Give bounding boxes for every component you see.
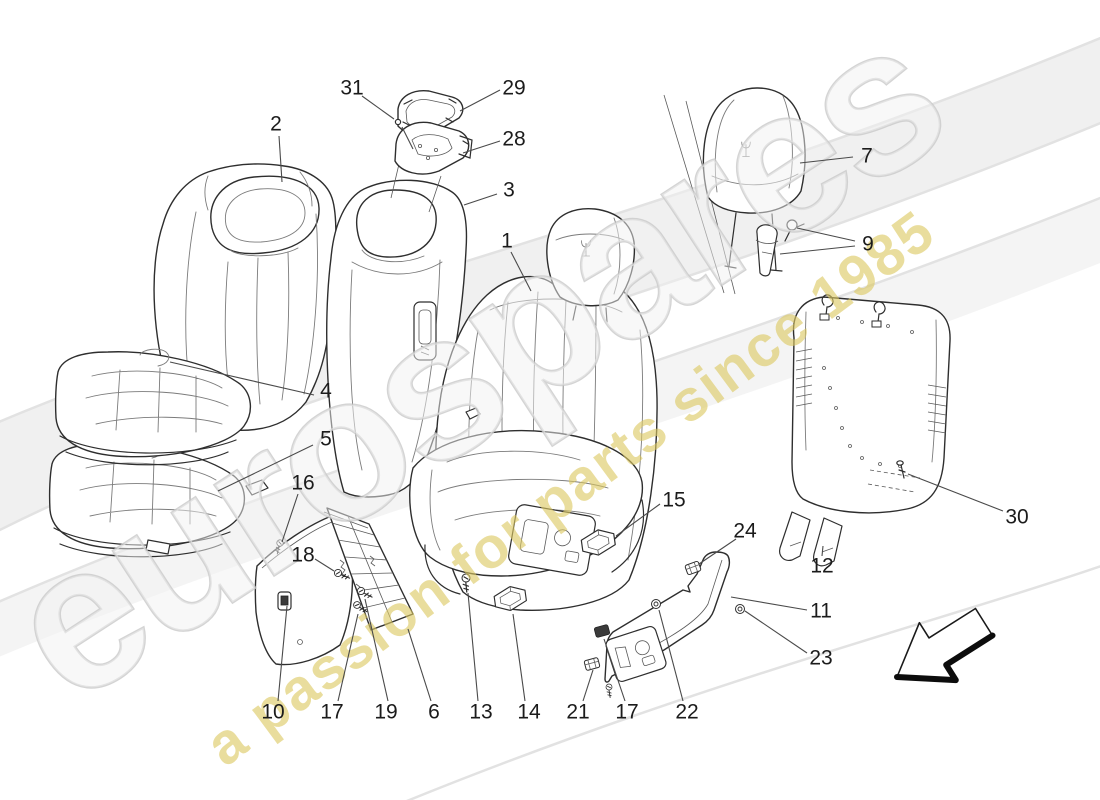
callout-label-13: 13 [469,701,492,724]
leader-line-16 [281,493,299,543]
callout-label-14: 14 [517,701,541,724]
callout-label-6: 6 [428,701,440,724]
part-10-valance-panel [254,514,354,666]
part-2-backrest-front-trim [153,163,337,432]
leader-line-10 [277,605,288,702]
leader-line-30 [907,473,1004,512]
part-28-hatch-frame [394,118,473,175]
part-12-backrest-rear-panel [779,294,951,567]
callout-label-4: 4 [320,380,332,403]
direction-arrow [894,607,996,684]
part-5-cushion-lower [48,440,269,558]
callout-label-21: 21 [566,701,589,724]
callout-label-22: 22 [675,701,698,724]
leader-line-18 [314,558,335,572]
side-panel-switch-cluster [605,626,667,682]
callout-label-11: 11 [810,600,832,623]
callout-label-5: 5 [320,428,332,451]
leader-line-29 [459,89,501,112]
leader-line-9 [779,245,856,255]
callout-label-17: 17 [320,701,343,724]
leader-line-28 [462,140,501,154]
callout-label-3: 3 [503,179,515,202]
callout-label-30: 30 [1005,506,1028,529]
part-17-screw-b [605,683,613,698]
callout-label-1: 1 [501,230,513,253]
leader-line-31 [401,126,414,150]
callout-label-12: 12 [810,555,833,578]
part-17-clip-b [593,624,611,638]
leader-line-6 [407,628,432,702]
leader-line-19 [364,598,389,702]
part-11-side-trim-panel [604,551,731,683]
leader-line-17 [337,613,359,702]
callout-label-19: 19 [374,701,397,724]
leader-line-14 [512,613,526,702]
leader-line-13 [467,592,479,702]
leader-line-11 [730,596,808,611]
leader-line-3 [463,193,498,206]
callout-label-16: 16 [291,472,314,495]
callout-label-9: 9 [862,233,874,256]
leader-line-4 [169,361,315,396]
part-31-screw [394,118,402,126]
leader-line-17 [603,638,626,702]
leader-line-1 [510,251,532,292]
leader-line-15 [615,503,661,537]
leader-line-23 [744,610,808,654]
callout-label-24: 24 [733,520,757,543]
part-21-clip [583,656,601,672]
callout-label-2: 2 [270,113,282,136]
callout-label-10: 10 [261,701,284,724]
callout-label-7: 7 [861,145,873,168]
part-6-suspension-plate [323,507,414,631]
callout-label-28: 28 [502,128,525,151]
leader-line-2 [278,135,283,183]
callout-label-23: 23 [809,647,832,670]
callout-label-15: 15 [662,489,685,512]
leader-line-21 [582,669,594,702]
part-22-nut [651,599,661,609]
leader-line-22 [658,609,684,702]
leader-line-24 [698,538,737,565]
leader-line-5 [217,444,314,492]
leader-line-31 [361,95,395,120]
part-23-nut [735,604,745,614]
callout-label-29: 29 [502,77,525,100]
callout-label-17: 17 [615,701,638,724]
callout-label-31: 31 [340,77,363,100]
artwork [48,87,951,698]
part-9-guide-bushes [755,219,805,277]
leader-line-12 [821,545,824,557]
part-30-screw [896,460,906,479]
leader-line-7 [799,156,854,164]
callout-label-18: 18 [291,544,314,567]
leader-line-9 [796,227,856,242]
part-3-backrest-rear-trim [326,163,468,498]
